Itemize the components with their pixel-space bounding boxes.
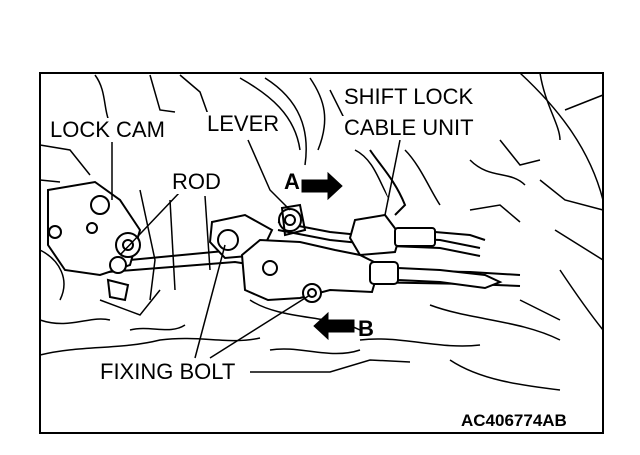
label-shift-lock-line2: CABLE UNIT: [342, 115, 476, 140]
label-shift-lock-line1: SHIFT LOCK: [342, 84, 476, 109]
label-lever: LEVER: [205, 111, 282, 136]
label-leaders: [111, 139, 401, 256]
label-rod: ROD: [170, 169, 223, 194]
arrow-a-icon: [301, 171, 343, 201]
arrow-markers: [301, 171, 355, 341]
lock-cam-shape: [47, 180, 142, 302]
figure-code: AC406774AB: [461, 411, 567, 430]
label-lock-cam: LOCK CAM: [48, 117, 167, 142]
label-arrow-a: A: [284, 169, 300, 194]
cable-unit-shape: [240, 149, 503, 303]
label-fixing-bolt: FIXING BOLT: [98, 359, 238, 384]
arrow-b-icon: [313, 311, 355, 341]
fixing-bolt-leaders: [194, 244, 411, 373]
label-arrow-b: B: [358, 316, 374, 341]
